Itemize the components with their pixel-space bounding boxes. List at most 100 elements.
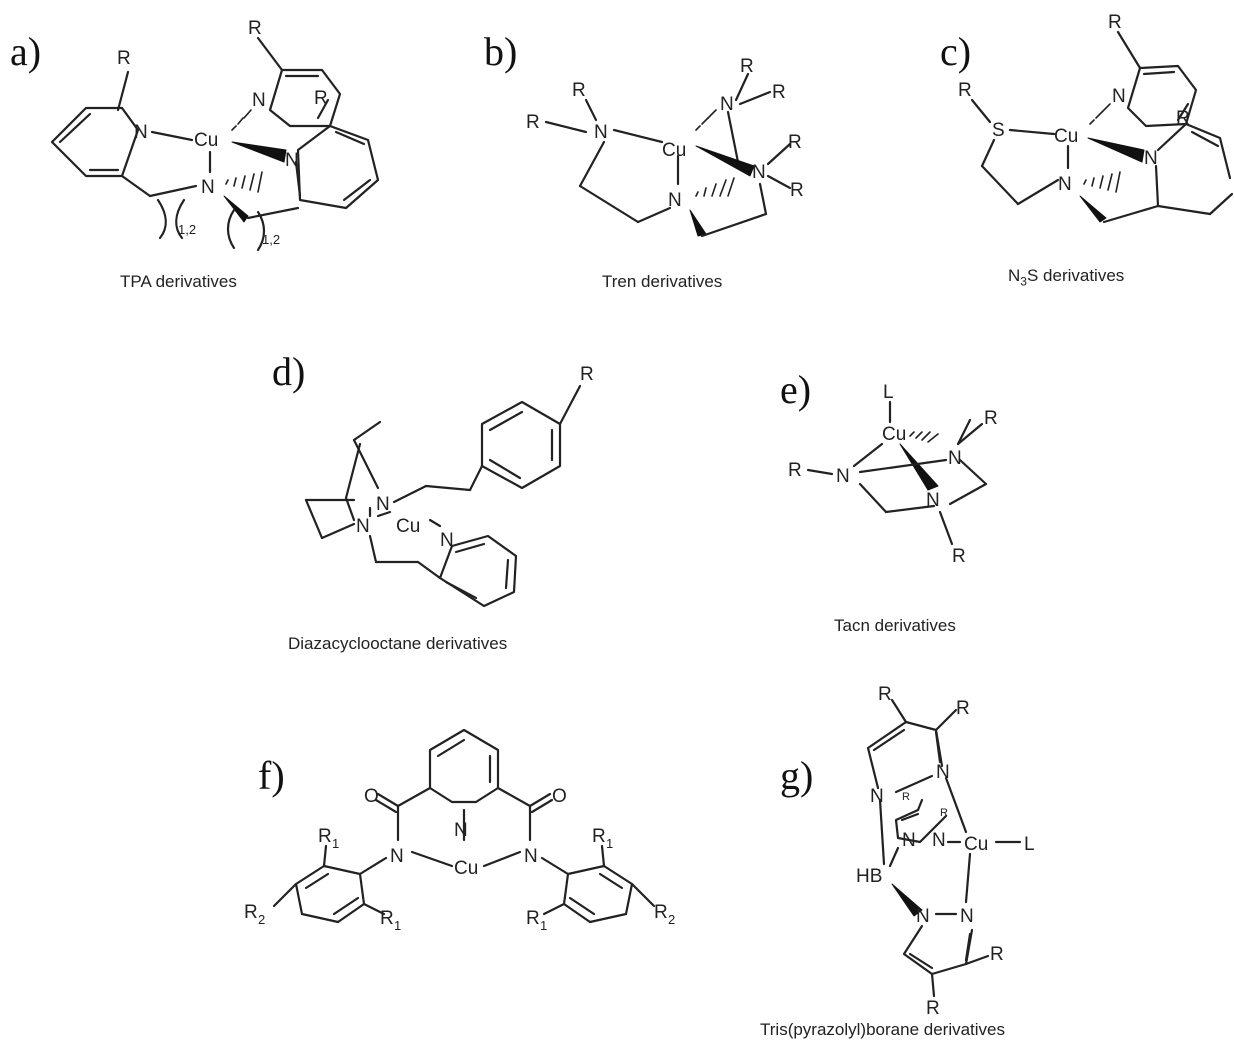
panel-c-label: c) [940,29,972,74]
tren-atom-r-top1: R [740,56,754,77]
tacn-atom-n-left: N [836,466,850,487]
tren-atom-r-top2: R [772,82,786,103]
panel-c-n3s: c) R S Cu N N N R R N3S derivatives [920,0,1234,300]
subscript-label: 1 [606,836,613,851]
tacn-atom-cu: Cu [882,424,906,445]
dac-atom-n-upper: N [376,494,390,515]
tpa-atom-cu: Cu [194,130,218,151]
tpb-atom-l: L [1024,834,1035,855]
tpb-top-pyrazole [866,720,944,790]
tpa-structure: N Cu N N N R R R 1,2 1,2 [50,18,380,252]
panel-a-label: a) [10,29,42,74]
diazacyclooctane-structure: R N N Cu N [304,364,594,608]
n3s-atom-r2: R [1176,108,1190,129]
tpa-range-2: 1,2 [262,232,280,247]
subscript-label: 1 [394,918,401,933]
tpa-atom-n3: N [285,150,299,171]
tren-atom-n-top: N [720,94,734,115]
tacn-atom-r-left: R [788,460,802,481]
n3s-atom-n2: N [1144,148,1158,169]
tren-atom-r-top-left: R [572,80,586,101]
pdca-atom-r1-right-top: R [592,826,606,847]
tpa-upper-pyridine-ring [268,68,342,128]
panel-d-label: d) [272,349,306,394]
tpb-atom-r-mid2: R [940,807,948,819]
tren-atom-r-right1: R [788,132,802,153]
tpb-middle-pyrazole [894,808,938,844]
tpa-atom-r1: R [117,48,131,69]
n3s-lower-pyridine-ring [1156,122,1232,180]
pdca-atom-n-left: N [390,846,404,867]
tpa-atom-r2: R [248,18,262,39]
tpb-atom-n-bottom1: N [916,906,930,927]
pdca-atom-r1-right-bottom: R [526,908,540,929]
tacn-structure: L Cu R N N R N R [788,382,998,567]
tpb-atom-r-top1: R [878,684,892,705]
panel-e-tacn: e) L Cu R N N R N R Tacn derivatives [760,340,1060,640]
tpb-atom-n-top1: N [870,786,884,807]
subscript-label: 1 [332,836,339,851]
dac-benzene-ring [480,400,562,490]
tacn-atom-n-right: N [948,448,962,469]
pdca-atom-o-left: O [364,786,379,807]
tren-atom-cu: Cu [662,140,686,161]
tpb-bottom-pyrazole [902,924,974,976]
tpb-atom-n-bottom2: N [960,906,974,927]
panel-d-caption: Diazacyclooctane derivatives [288,634,508,653]
dac-atom-r: R [580,364,594,385]
panel-d-diazacyclooctane: d) R N N Cu N Dia [250,340,650,660]
tpa-atom-n-apical: N [201,177,215,198]
pdca-atom-o-right: O [552,786,567,807]
tpb-atom-n-mid2: N [932,830,946,851]
panel-b-caption: Tren derivatives [602,272,723,291]
pdca-right-aryl-ring [562,864,634,924]
tpa-atom-n1: N [134,122,148,143]
tacn-atom-l: L [883,382,894,403]
panel-c-caption: N3S derivatives [1008,266,1124,288]
panel-c-caption-post: S derivatives [1026,266,1125,285]
pdca-pyridine-ring [428,728,500,804]
dac-atom-cu: Cu [396,516,420,537]
tren-atom-n-apical: N [668,190,682,211]
panel-g-label: g) [780,753,814,798]
tris-pyrazolyl-borane-structure: R R N N R R N N Cu L HB N N R R [856,684,1035,1019]
n3s-structure: R S Cu N N N R R [958,12,1234,224]
panel-c-caption-pre: N [1008,266,1021,285]
tpb-atom-cu: Cu [964,834,988,855]
tacn-atom-r-right: R [984,408,998,429]
pdca-atom-cu: Cu [454,858,478,879]
panel-f-pyridinedicarboxamide: f) N O O N [230,670,710,970]
n3s-atom-r1: R [1108,12,1122,33]
tpb-atom-n-mid1: N [902,830,916,851]
tacn-atom-n-bottom: N [926,490,940,511]
dac-atom-n-lower: N [356,516,370,537]
tren-atom-n-right: N [752,162,766,183]
n3s-atom-n-apical: N [1058,174,1072,195]
tpb-atom-r-mid1: R [902,791,910,803]
tpb-atom-n-top2: N [936,762,950,783]
panel-g-tris-pyrazolyl-borane: g) R R N N R R N N Cu [760,670,1234,1046]
pdca-atom-n-right: N [524,846,538,867]
tpb-atom-r-bottom2: R [926,998,940,1019]
tpb-atom-r-bottom1: R [990,944,1004,965]
pdca-left-aryl-ring [294,864,366,924]
tren-atom-n-left: N [594,122,608,143]
tpa-range-1: 1,2 [178,222,196,237]
n3s-atom-cu: Cu [1054,126,1078,147]
panel-a-tpa: a) N Cu [0,0,420,300]
subscript-label: 2 [258,912,265,927]
tpa-left-pyridine-ring [50,106,140,178]
dac-pyridine-ring [438,534,518,608]
tpa-atom-n2: N [252,90,266,111]
tpa-lower-pyridine-ring [296,124,380,210]
tren-atom-r-right2: R [790,180,804,201]
tren-atom-r-left: R [526,112,540,133]
subscript-label: 1 [540,918,547,933]
pdca-atom-r2-left: R [244,902,258,923]
tpa-atom-r3: R [314,88,328,109]
tacn-atom-r-bottom: R [952,546,966,567]
subscript-label: 2 [668,912,675,927]
pdca-atom-n-pyridine: N [454,820,468,841]
panel-e-caption: Tacn derivatives [834,616,956,635]
